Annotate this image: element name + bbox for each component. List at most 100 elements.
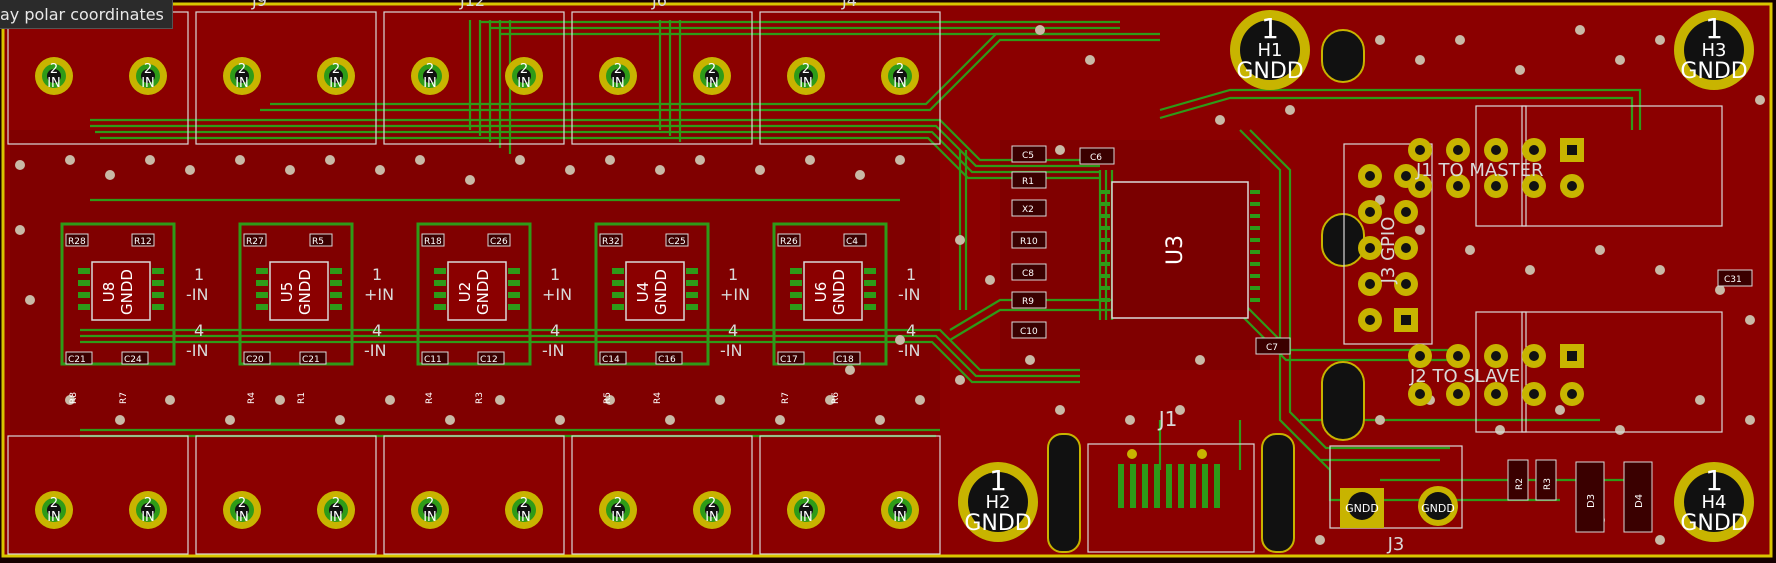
- pin-net: IN: [423, 510, 437, 525]
- pin-number: 2: [50, 62, 58, 77]
- pin-label: -IN: [898, 341, 920, 360]
- connector-pin[interactable]: 2IN: [129, 57, 167, 95]
- part-ref: C4: [846, 237, 858, 247]
- mcu-chip[interactable]: U3: [1100, 181, 1260, 319]
- pin-number: 2: [614, 62, 622, 77]
- part-ref: R5: [603, 392, 613, 404]
- slave-header[interactable]: J2 TO SLAVE: [1408, 311, 1723, 433]
- part-ref: C7: [1266, 343, 1278, 353]
- ic-ref: U5: [278, 282, 296, 303]
- pin-label: +IN: [720, 285, 750, 304]
- mounting-hole[interactable]: 1 H3 GNDD: [1674, 10, 1754, 90]
- part-ref: R3: [475, 392, 485, 404]
- part-ref: R9: [1022, 297, 1034, 307]
- connector-pin[interactable]: 2IN: [881, 57, 919, 95]
- part-ref: C17: [780, 355, 798, 365]
- connector-pin[interactable]: 2IN: [35, 491, 73, 529]
- pin-number: 2: [520, 62, 528, 77]
- hole-pin: 1: [1705, 464, 1723, 497]
- connector-pin[interactable]: 2IN: [787, 491, 825, 529]
- amplifier-block[interactable]: R32 C25 U4 GNDD C14 C16 R5 R4: [594, 222, 710, 404]
- part-ref: R10: [1020, 237, 1038, 247]
- part-ref: R27: [246, 237, 264, 247]
- pin-label: +IN: [542, 285, 572, 304]
- connector-pin[interactable]: 2IN: [411, 491, 449, 529]
- pin-label: 4: [906, 321, 916, 340]
- bottom-connector-pins[interactable]: 2IN 2IN 2IN 2IN 2IN 2IN 2IN 2IN 2IN 2IN: [35, 491, 919, 529]
- mounting-hole[interactable]: 1 H2 GNDD: [958, 462, 1038, 542]
- master-header[interactable]: J1 TO MASTER: [1408, 105, 1723, 227]
- power-pin-a: GNDD: [1345, 502, 1379, 515]
- connector-pin[interactable]: 2IN: [317, 491, 355, 529]
- ic-gnd-label: GNDD: [474, 269, 492, 315]
- pin-number: 2: [426, 62, 434, 77]
- usb-connector[interactable]: J1: [1047, 407, 1295, 553]
- pin-number: 2: [50, 496, 58, 511]
- part-ref: C5: [1022, 151, 1034, 161]
- pin-label: -IN: [720, 341, 742, 360]
- ref-label-j12: J12: [459, 0, 485, 10]
- pin-net: IN: [329, 76, 343, 91]
- connector-pin[interactable]: 2IN: [35, 57, 73, 95]
- pin-label: 1: [372, 265, 382, 284]
- pin-number: 2: [426, 496, 434, 511]
- connector-pin[interactable]: 2IN: [693, 57, 731, 95]
- connector-pin[interactable]: 2IN: [411, 57, 449, 95]
- gpio-header[interactable]: J3 GPIO: [1343, 143, 1433, 345]
- pin-label: 4: [550, 321, 560, 340]
- ic-gnd-label: GNDD: [296, 269, 314, 315]
- connector-pin[interactable]: 2IN: [599, 491, 637, 529]
- part-ref: R26: [780, 237, 798, 247]
- pin-net: IN: [47, 76, 61, 91]
- amplifier-block[interactable]: R18 C26 U2 GNDD C11 C12 R4 R3: [416, 222, 532, 404]
- usb-ref: J1: [1157, 407, 1178, 431]
- pin-number: 2: [520, 496, 528, 511]
- top-connector-pins[interactable]: 2IN 2IN 2IN 2IN 2IN 2IN 2IN 2IN 2IN 2IN: [35, 57, 919, 95]
- ic-ref: U4: [634, 282, 652, 303]
- pin-number: 2: [802, 496, 810, 511]
- pin-label: -IN: [898, 285, 920, 304]
- part-ref: R32: [602, 237, 620, 247]
- amplifier-block[interactable]: R26 C4 U6 GNDD C17 C18 R7 R6: [772, 222, 888, 404]
- part-ref: R4: [653, 392, 663, 404]
- connector-pin[interactable]: 2IN: [223, 491, 261, 529]
- part-ref: R4: [425, 392, 435, 404]
- part-ref: R18: [424, 237, 442, 247]
- mounting-hole[interactable]: 1 H1 GNDD: [1230, 10, 1310, 90]
- connector-pin[interactable]: 2IN: [129, 491, 167, 529]
- amplifier-block[interactable]: R28 R12 U8 GNDD C21 C24 R8 R7: [60, 222, 176, 404]
- connector-pin[interactable]: 2IN: [599, 57, 637, 95]
- power-connector[interactable]: GNDD GNDD J3: [1329, 445, 1463, 555]
- connector-pin[interactable]: 2IN: [317, 57, 355, 95]
- pin-net: IN: [893, 510, 907, 525]
- connector-pin[interactable]: 2IN: [223, 57, 261, 95]
- connector-pin[interactable]: 2IN: [881, 491, 919, 529]
- pin-net: IN: [517, 76, 531, 91]
- part-ref: C26: [490, 237, 508, 247]
- part-ref: R3: [1543, 478, 1553, 490]
- vias: [15, 25, 1765, 545]
- pin-number: 2: [896, 62, 904, 77]
- pin-number: 2: [708, 62, 716, 77]
- ic-gnd-label: GNDD: [652, 269, 670, 315]
- connector-pin[interactable]: 2IN: [787, 57, 825, 95]
- gpio-label: J3 GPIO: [1378, 217, 1399, 285]
- mounting-hole[interactable]: 1 H4 GNDD: [1674, 462, 1754, 542]
- connector-pin[interactable]: 2IN: [693, 491, 731, 529]
- pin-net: IN: [141, 76, 155, 91]
- connector-pin[interactable]: 2IN: [505, 57, 543, 95]
- pin-net: IN: [893, 76, 907, 91]
- pin-number: 2: [238, 496, 246, 511]
- part-ref: R5: [312, 237, 324, 247]
- part-ref: R2: [1515, 478, 1525, 490]
- pin-number: 2: [332, 496, 340, 511]
- pin-net: IN: [141, 510, 155, 525]
- part-ref: D4: [1634, 494, 1645, 508]
- connector-pin[interactable]: 2IN: [505, 491, 543, 529]
- amplifier-block[interactable]: R27 R5 U5 GNDD C20 C21 R4 R1: [238, 222, 354, 404]
- pin-net: IN: [611, 76, 625, 91]
- part-ref: C21: [302, 355, 320, 365]
- part-ref: C18: [836, 355, 854, 365]
- hole-ref: H3: [1702, 40, 1727, 61]
